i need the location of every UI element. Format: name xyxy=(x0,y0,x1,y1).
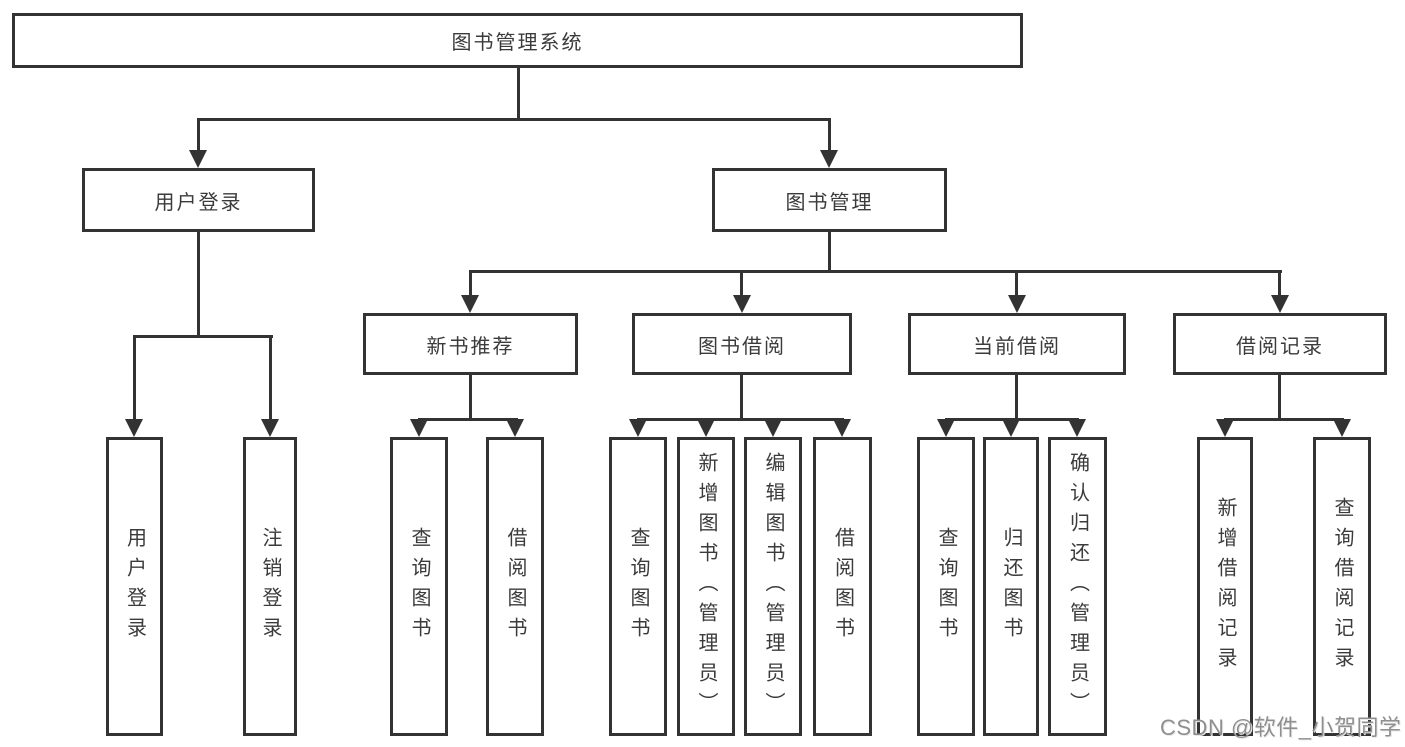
node-book-borrowing-label: 图书借阅 xyxy=(698,335,786,358)
leaf-logout-label: 注销登录 xyxy=(259,526,281,647)
leaf-query-borrow-record-label: 查询借阅记录 xyxy=(1331,496,1353,677)
connector-line xyxy=(828,232,831,270)
connector-line xyxy=(197,121,200,151)
leaf-edit-books-admin: 编辑图书（管理员） xyxy=(744,437,802,736)
arrow-down-icon xyxy=(189,150,207,168)
leaf-query-borrow-record: 查询借阅记录 xyxy=(1313,437,1371,736)
arrow-down-icon xyxy=(1008,295,1026,313)
connector-line xyxy=(517,68,520,118)
connector-line xyxy=(469,273,472,295)
leaf-confirm-return-admin-label: 确认归还（管理员） xyxy=(1066,451,1089,722)
arrow-down-icon xyxy=(1271,295,1289,313)
csdn-watermark: CSDN @软件_小贺同学 xyxy=(1160,715,1402,740)
arrow-down-icon xyxy=(1333,419,1351,437)
arrow-down-icon xyxy=(733,295,751,313)
leaf-confirm-return-admin: 确认归还（管理员） xyxy=(1048,437,1107,736)
node-borrow-records: 借阅记录 xyxy=(1173,313,1387,375)
node-book-management-label: 图书管理 xyxy=(785,191,874,214)
node-book-borrowing: 图书借阅 xyxy=(632,313,852,375)
node-borrow-records-label: 借阅记录 xyxy=(1236,335,1324,358)
connector-line xyxy=(418,418,518,421)
connector-line xyxy=(740,273,743,295)
arrow-down-icon xyxy=(1216,419,1234,437)
node-root: 图书管理系统 xyxy=(12,13,1023,68)
node-root-label: 图书管理系统 xyxy=(451,32,584,54)
leaf-query-books-1: 查询图书 xyxy=(390,437,448,736)
leaf-edit-books-admin-label: 编辑图书（管理员） xyxy=(762,451,784,722)
leaf-borrow-books-2-label: 借阅图书 xyxy=(831,526,854,647)
node-book-management: 图书管理 xyxy=(712,168,947,232)
node-user-login-label: 用户登录 xyxy=(154,191,243,214)
node-current-borrowing: 当前借阅 xyxy=(908,313,1126,375)
leaf-add-borrow-record: 新增借阅记录 xyxy=(1197,437,1253,736)
leaf-query-books-2-label: 查询图书 xyxy=(627,526,649,647)
leaf-add-books-admin-label: 新增图书（管理员） xyxy=(695,451,717,722)
leaf-query-books-2: 查询图书 xyxy=(609,437,667,736)
arrow-down-icon xyxy=(1002,419,1020,437)
node-new-book-recommend: 新书推荐 xyxy=(363,313,578,375)
connector-line xyxy=(197,232,200,335)
leaf-query-books-3: 查询图书 xyxy=(917,437,975,736)
leaf-add-books-admin: 新增图书（管理员） xyxy=(677,437,735,736)
connector-line xyxy=(469,270,1282,273)
connector-line xyxy=(1015,273,1018,295)
connector-line xyxy=(197,118,831,121)
leaf-borrow-books-1: 借阅图书 xyxy=(486,437,544,736)
arrow-down-icon xyxy=(820,150,838,168)
arrow-down-icon xyxy=(410,419,428,437)
connector-line xyxy=(828,121,831,151)
arrow-down-icon xyxy=(461,295,479,313)
connector-line xyxy=(1224,418,1344,421)
connector-line xyxy=(133,338,136,419)
node-user-login: 用户登录 xyxy=(82,168,315,232)
connector-line xyxy=(1278,375,1281,418)
arrow-down-icon xyxy=(125,419,143,437)
leaf-query-books-1-label: 查询图书 xyxy=(408,526,430,647)
arrow-down-icon xyxy=(833,419,851,437)
leaf-borrow-books-1-label: 借阅图书 xyxy=(504,526,526,647)
arrow-down-icon xyxy=(764,419,782,437)
leaf-query-books-3-label: 查询图书 xyxy=(935,526,957,647)
leaf-return-books: 归还图书 xyxy=(983,437,1039,736)
arrow-down-icon xyxy=(506,419,524,437)
arrow-down-icon xyxy=(261,419,279,437)
leaf-user-login: 用户登录 xyxy=(106,437,163,736)
connector-line xyxy=(469,375,472,418)
leaf-user-login-label: 用户登录 xyxy=(123,526,146,647)
leaf-borrow-books-2: 借阅图书 xyxy=(813,437,872,736)
connector-line xyxy=(740,375,743,418)
connector-line xyxy=(1015,375,1018,418)
leaf-add-borrow-record-label: 新增借阅记录 xyxy=(1214,496,1236,677)
arrow-down-icon xyxy=(1068,419,1086,437)
connector-line xyxy=(269,338,272,419)
connector-line xyxy=(1278,273,1281,295)
connector-line xyxy=(133,335,273,338)
connector-line xyxy=(637,418,844,421)
node-current-borrowing-label: 当前借阅 xyxy=(973,335,1061,358)
node-new-book-recommend-label: 新书推荐 xyxy=(426,335,515,358)
leaf-return-books-label: 归还图书 xyxy=(1000,526,1022,647)
leaf-logout: 注销登录 xyxy=(243,437,297,736)
arrow-down-icon xyxy=(937,419,955,437)
arrow-down-icon xyxy=(697,419,715,437)
arrow-down-icon xyxy=(629,419,647,437)
